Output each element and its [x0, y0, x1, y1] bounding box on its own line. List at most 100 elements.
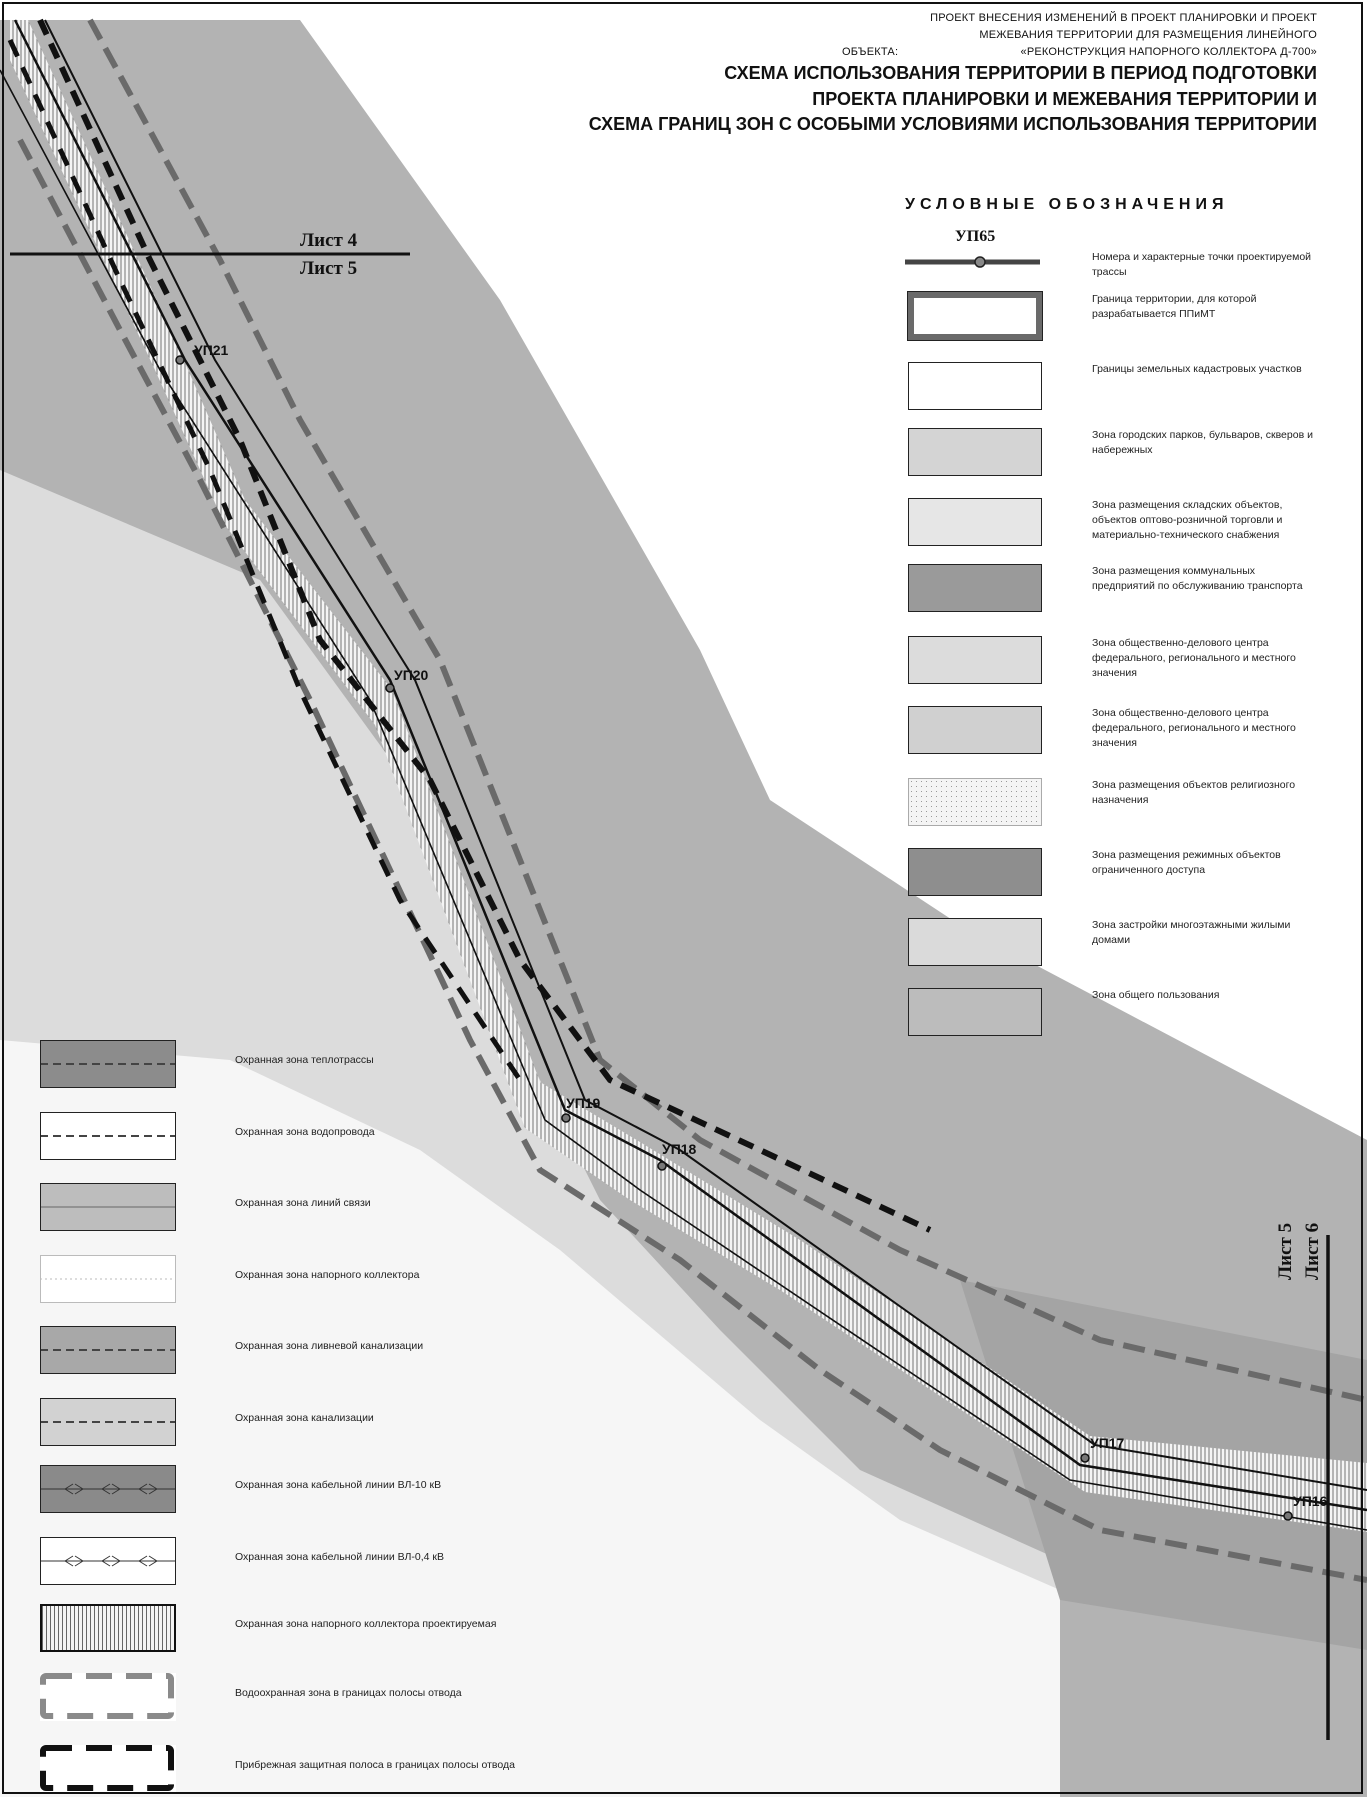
protection-legend-swatch — [40, 1112, 176, 1160]
route-point-marker — [175, 355, 185, 365]
header-line-3-left: ОБЪЕКТА: — [842, 46, 899, 58]
legend-swatch — [907, 291, 1043, 341]
legend-swatch — [908, 848, 1042, 896]
route-point-marker — [561, 1113, 571, 1123]
legend-item: Зона размещения режимных объектов ограни… — [908, 848, 1318, 902]
header-line-3-right: «РЕКОНСТРУКЦИЯ НАПОРНОГО КОЛЛЕКТОРА Д-70… — [1020, 46, 1317, 58]
protection-legend-item: Охранная зона напорного коллектора — [40, 1255, 580, 1307]
protection-legend-text: Охранная зона линий связи — [235, 1197, 371, 1209]
protection-legend-text: Охранная зона кабельной линии ВЛ-10 кВ — [235, 1479, 442, 1491]
water-zone-boundary-left — [17, 138, 1367, 1583]
legend-swatch — [908, 428, 1042, 476]
sheet-label-5-top: Лист 5 — [300, 258, 358, 279]
protection-legend-text: Охранная зона напорного коллектора проек… — [235, 1618, 497, 1630]
legend-item-text: Зона размещения складских объектов, объе… — [1092, 499, 1283, 541]
route-point-marker — [385, 683, 395, 693]
route-point-label: УП21 — [194, 342, 229, 358]
route-point-label: УП19 — [566, 1095, 601, 1111]
legend-item-text: Зона застройки многоэтажными жилыми дома… — [1092, 919, 1291, 946]
protection-legend-item: Охранная зона канализации — [40, 1398, 580, 1450]
protection-legend-swatch — [40, 1745, 176, 1793]
header-title-2: ПРОЕКТА ПЛАНИРОВКИ И МЕЖЕВАНИЯ ТЕРРИТОРИ… — [812, 89, 1317, 109]
protection-legend-item: Охранная зона линий связи — [40, 1183, 580, 1235]
route-point-label: УП20 — [394, 667, 429, 683]
route-point-marker — [657, 1161, 667, 1171]
legend-swatch — [908, 636, 1042, 684]
legend-item: Зона размещения объектов религиозного на… — [908, 778, 1318, 832]
swatch-pattern — [41, 1421, 175, 1423]
swatch-pattern — [41, 1278, 175, 1280]
protection-legend-swatch — [40, 1398, 176, 1446]
legend-item-text: Зона общественно-делового центра федерал… — [1092, 707, 1296, 749]
legend-item-text: Граница территории, для которой разрабат… — [1092, 293, 1257, 320]
swatch-pattern — [40, 1673, 174, 1719]
protection-legend-item: Охранная зона ливневой канализации — [40, 1326, 580, 1378]
protection-legend-item: Охранная зона теплотрассы — [40, 1040, 580, 1092]
sheet-label-6: Лист 6 — [1302, 1222, 1323, 1280]
legend-swatch — [908, 498, 1042, 546]
swatch-pattern — [41, 1605, 176, 1652]
protection-legend-text: Охранная зона кабельной линии ВЛ-0,4 кВ — [235, 1551, 445, 1563]
swatch-pattern — [41, 1135, 175, 1137]
route-point-marker — [1283, 1511, 1293, 1521]
legend-item: Зона общего пользования — [908, 988, 1318, 1042]
legend-item: Зона общественно-делового центра федерал… — [908, 636, 1318, 690]
legend-sample-point-label: УП65 — [955, 228, 996, 245]
sheet-label-4: Лист 4 — [300, 230, 358, 251]
legend-item-text: Зона размещения режимных объектов ограни… — [1092, 849, 1281, 876]
route-point-label: УП16 — [1293, 1493, 1328, 1509]
corridor-hatch — [10, 20, 1367, 1532]
shore-strip-boundary-2 — [7, 38, 523, 1082]
route-point-label: УП18 — [662, 1141, 697, 1157]
legend-swatch — [908, 706, 1042, 754]
protection-legend-swatch — [40, 1537, 176, 1585]
legend-point-sample-dot — [974, 256, 986, 268]
protection-legend-text: Охранная зона напорного коллектора — [235, 1269, 420, 1281]
header-title-1: СХЕМА ИСПОЛЬЗОВАНИЯ ТЕРРИТОРИИ В ПЕРИОД … — [724, 63, 1317, 83]
swatch-pattern — [41, 1063, 175, 1065]
legend-item-text: Зона общего пользования — [1092, 989, 1220, 1001]
protection-legend-swatch — [40, 1255, 176, 1303]
protection-legend-text: Прибрежная защитная полоса в границах по… — [235, 1759, 515, 1771]
swatch-pattern — [40, 1745, 174, 1791]
legend-swatch — [908, 778, 1042, 826]
legend-title: УСЛОВНЫЕ ОБОЗНАЧЕНИЯ — [905, 196, 1229, 213]
swatch-pattern — [41, 1206, 175, 1208]
collector-line-1 — [13, 19, 1367, 1512]
protection-legend-item: Охранная зона водопровода — [40, 1112, 580, 1164]
protection-legend-item: Прибрежная защитная полоса в границах по… — [40, 1745, 580, 1797]
header-line-1: ПРОЕКТ ВНЕСЕНИЯ ИЗМЕНЕНИЙ В ПРОЕКТ ПЛАНИ… — [930, 12, 1317, 24]
route-point-label: УП17 — [1090, 1435, 1125, 1451]
legend-item: Номера и характерные точки проектируемой… — [908, 248, 1318, 302]
protection-legend-item: Водоохранная зона в границах полосы отво… — [40, 1673, 580, 1725]
legend-item: Зона размещения коммунальных предприятий… — [908, 564, 1318, 618]
legend-item-text: Зона размещения коммунальных предприятий… — [1092, 565, 1303, 592]
legend-item-text: Номера и характерные точки проектируемой… — [1092, 251, 1312, 278]
protection-legend-item: Охранная зона кабельной линии ВЛ-0,4 кВ — [40, 1537, 580, 1589]
sheet-label-5-right: Лист 5 — [1275, 1222, 1296, 1280]
protection-legend-swatch — [40, 1465, 176, 1513]
legend-item: Граница территории, для которой разрабат… — [907, 291, 1318, 346]
protection-legend-text: Охранная зона канализации — [235, 1412, 374, 1424]
protection-legend-swatch — [40, 1040, 176, 1088]
protection-legend-swatch — [40, 1604, 176, 1652]
protection-legend-text: Водоохранная зона в границах полосы отво… — [235, 1687, 462, 1699]
protection-legend-item: Охранная зона напорного коллектора проек… — [40, 1604, 580, 1656]
protection-legend-swatch — [40, 1183, 176, 1231]
route-point-marker — [1080, 1453, 1090, 1463]
legend-item: Зона застройки многоэтажными жилыми дома… — [908, 918, 1318, 972]
legend-item-text: Границы земельных кадастровых участков — [1092, 363, 1302, 375]
legend-item: Зона городских парков, бульваров, скверо… — [908, 428, 1318, 482]
legend-swatch — [908, 988, 1042, 1036]
zone-white-lower — [0, 1040, 1060, 1797]
swatch-pattern — [41, 1349, 175, 1351]
legend-swatch — [908, 918, 1042, 966]
legend-item-text: Зона общественно-делового центра федерал… — [1092, 637, 1296, 679]
protection-legend-item: Охранная зона кабельной линии ВЛ-10 кВ — [40, 1465, 580, 1517]
legend-item-text: Зона размещения объектов религиозного на… — [1092, 779, 1296, 806]
legend-swatch — [908, 362, 1042, 410]
protection-legend-swatch — [40, 1673, 176, 1721]
